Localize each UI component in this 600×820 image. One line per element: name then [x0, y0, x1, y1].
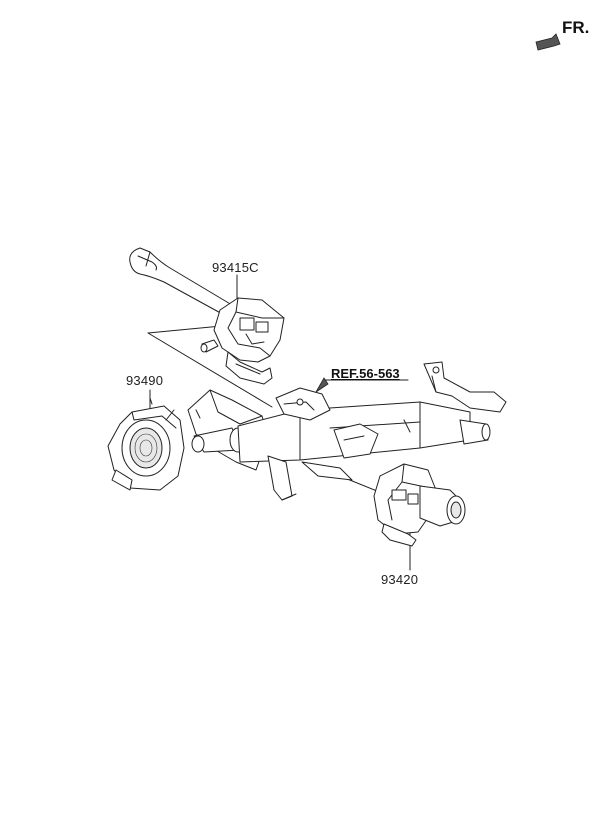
ignition-switch	[373, 463, 466, 547]
multifunction-switch	[129, 247, 285, 385]
part-label-ignition-switch: 93420	[381, 572, 419, 587]
steering-column	[187, 361, 507, 501]
part-label-multifunction-switch: 93415C	[212, 260, 259, 275]
front-direction-label: FR.	[562, 18, 590, 37]
forward-arrow-icon	[535, 33, 561, 51]
clock-spring	[107, 397, 185, 491]
reference-label: REF.56-563	[331, 366, 400, 381]
part-label-clock-spring: 93490	[126, 373, 164, 388]
